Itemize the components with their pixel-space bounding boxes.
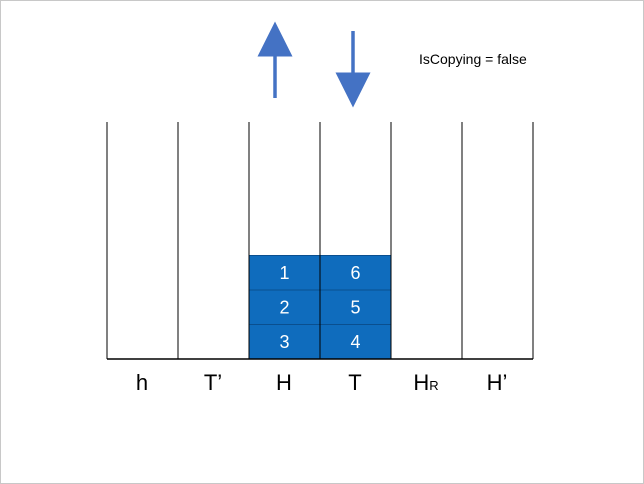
stack-cell: 1: [248, 255, 321, 291]
column-label-t-prime: T’: [203, 370, 223, 395]
stack-cell: 2: [248, 289, 321, 325]
is-copying-status: IsCopying = false: [419, 51, 527, 67]
direction-arrows: [257, 21, 371, 108]
stack-cell-value: 3: [279, 332, 289, 352]
stack-cell-value: 6: [350, 263, 360, 283]
stack-cell-value: 2: [279, 297, 289, 317]
column-label-t-upper: T: [348, 370, 362, 395]
column-label-h-r: HR: [413, 370, 439, 395]
stack-cell: 5: [319, 289, 392, 325]
stack-cell-value: 4: [350, 332, 360, 352]
column-label-h-upper: H: [276, 370, 292, 395]
column-dividers: [106, 122, 534, 360]
stack-cell: 3: [248, 324, 321, 360]
column-label-h-prime: H’: [486, 370, 508, 395]
stack-cell: 6: [319, 255, 392, 291]
stack-cell: 4: [319, 324, 392, 360]
column-label-h: h: [135, 370, 149, 395]
stack-cell-value: 5: [350, 297, 360, 317]
stack-cell-value: 1: [279, 263, 289, 283]
